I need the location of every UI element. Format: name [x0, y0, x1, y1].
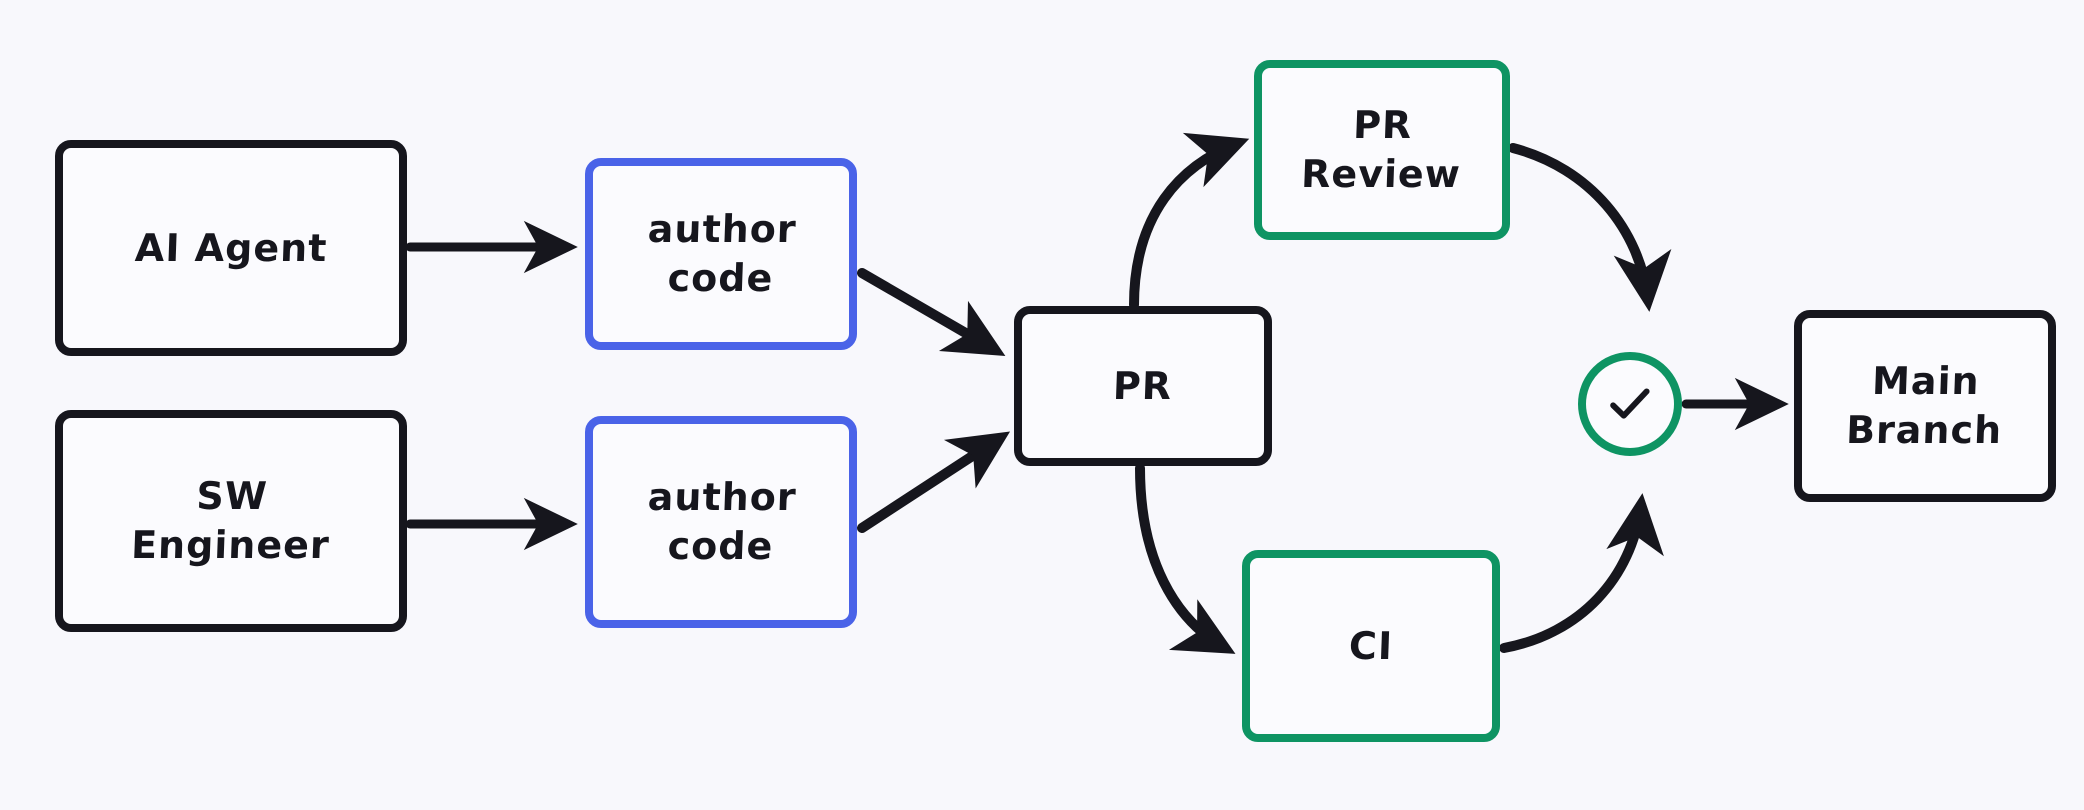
- node-merge-check[interactable]: [1578, 352, 1682, 456]
- node-author-code-engineer-label: author code: [646, 475, 798, 568]
- node-pr-review-label: PR Review: [1300, 103, 1462, 196]
- node-pr[interactable]: PR: [1014, 306, 1272, 466]
- node-main-branch[interactable]: Main Branch: [1794, 310, 2056, 502]
- node-ai-agent[interactable]: AI Agent: [55, 140, 407, 356]
- node-author-code-engineer[interactable]: author code: [585, 416, 857, 628]
- node-ci-label: CI: [1348, 623, 1394, 668]
- node-author-code-agent-label: author code: [646, 207, 798, 300]
- edge-pr-to-ci: [1135, 463, 1236, 654]
- node-ci[interactable]: CI: [1242, 550, 1500, 742]
- node-author-code-agent[interactable]: author code: [585, 158, 857, 350]
- node-pr-review[interactable]: PR Review: [1254, 60, 1510, 240]
- check-mark-icon: [1610, 388, 1650, 419]
- node-pr-label: PR: [1112, 363, 1174, 408]
- edge-pr-to-pr-review: [1129, 132, 1250, 310]
- node-sw-engineer-label: SW Engineer: [130, 474, 331, 567]
- edge-author-code-agent-to-pr: [857, 268, 1006, 357]
- edge-author-code-engineer-to-pr: [857, 431, 1011, 533]
- edge-pr-review-to-check: [1508, 143, 1672, 312]
- node-sw-engineer[interactable]: SW Engineer: [55, 410, 407, 632]
- node-main-branch-label: Main Branch: [1845, 359, 2003, 452]
- edge-ci-to-check: [1499, 493, 1664, 653]
- node-ai-agent-label: AI Agent: [134, 225, 328, 270]
